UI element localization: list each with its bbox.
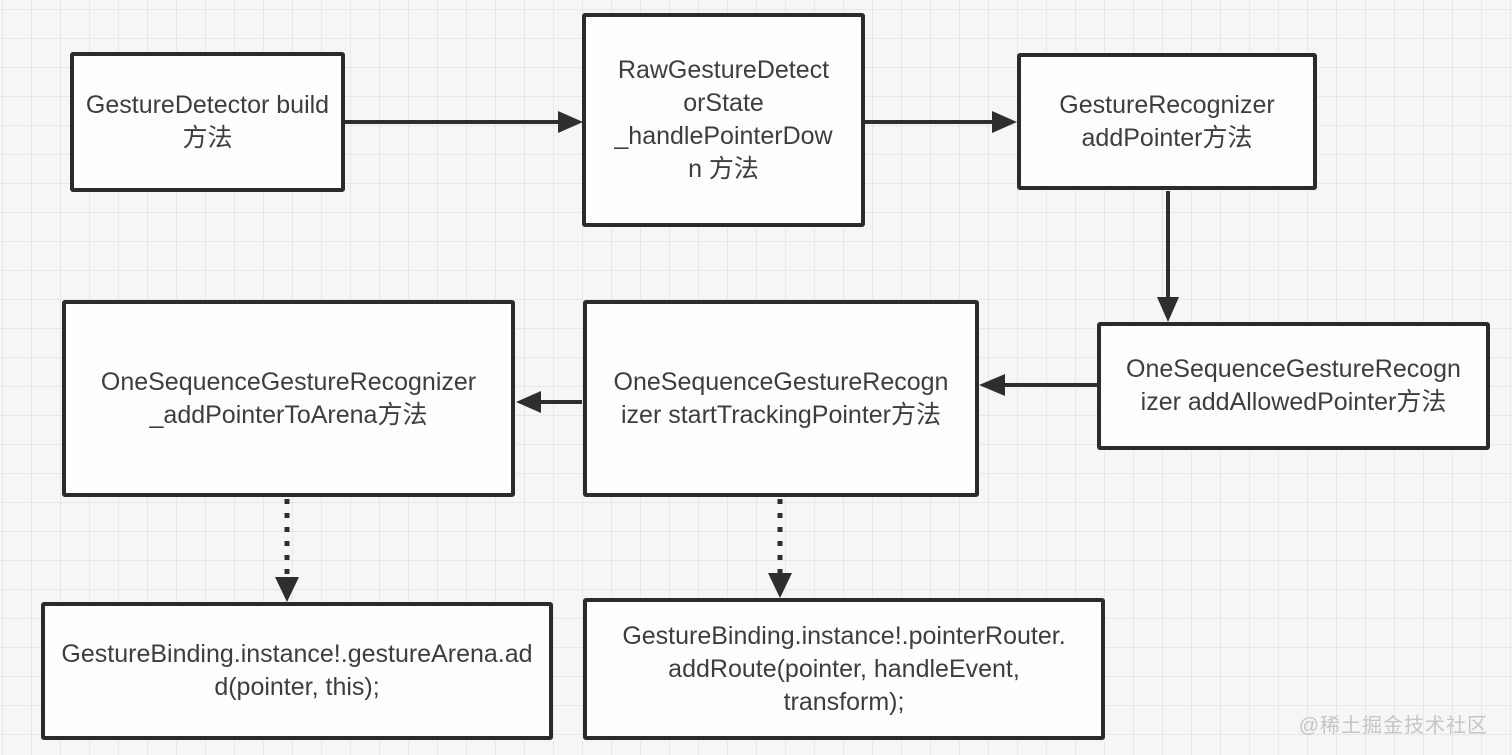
edge-addpointertoarena-to-gesturearena-add — [275, 499, 299, 602]
edge-build-to-handlepointerdown — [345, 111, 583, 133]
node-one-sequence-gesture-recognizer-add-allowed-pointer: OneSequenceGestureRecognizer addAllowedP… — [1097, 322, 1490, 450]
node-one-sequence-gesture-recognizer-start-tracking-pointer: OneSequenceGestureRecognizer startTracki… — [583, 300, 979, 497]
edge-addpointer-to-addallowedpointer — [1157, 191, 1179, 322]
edge-starttrackingpointer-to-pointerrouter-addroute — [768, 499, 792, 598]
node-gesture-binding-gesture-arena-add: GestureBinding.instance!.gestureArena.ad… — [41, 602, 553, 740]
edge-addallowedpointer-to-starttrackingpointer — [979, 374, 1097, 396]
node-label: OneSequenceGestureRecognizer _addPointer… — [100, 367, 477, 429]
node-label: GestureDetector build 方法 — [85, 91, 330, 152]
node-gesture-binding-pointer-router-add-route: GestureBinding.instance!.pointerRouter.a… — [583, 598, 1105, 740]
node-label: GestureBinding.instance!.pointerRouter.a… — [622, 621, 1066, 716]
node-label: GestureBinding.instance!.gestureArena.ad… — [61, 640, 533, 701]
node-gesture-detector-build: GestureDetector build 方法 — [70, 52, 345, 192]
juejin-watermark: @稀土掘金技术社区 — [1298, 715, 1488, 737]
node-raw-gesture-detector-state-handle-pointer-down: RawGestureDetectorState _handlePointerDo… — [582, 13, 865, 227]
node-one-sequence-gesture-recognizer-add-pointer-to-arena: OneSequenceGestureRecognizer _addPointer… — [62, 300, 515, 497]
node-label: GestureRecognizer addPointer方法 — [1059, 90, 1275, 152]
node-gesture-recognizer-add-pointer: GestureRecognizer addPointer方法 — [1017, 53, 1317, 190]
node-label: OneSequenceGestureRecognizer startTracki… — [613, 367, 949, 429]
edge-handlepointerdown-to-addpointer — [865, 111, 1017, 133]
node-label: OneSequenceGestureRecognizer addAllowedP… — [1126, 355, 1461, 416]
edge-starttrackingpointer-to-addpointertoarena — [516, 391, 582, 413]
node-label: RawGestureDetectorState _handlePointerDo… — [614, 56, 833, 183]
